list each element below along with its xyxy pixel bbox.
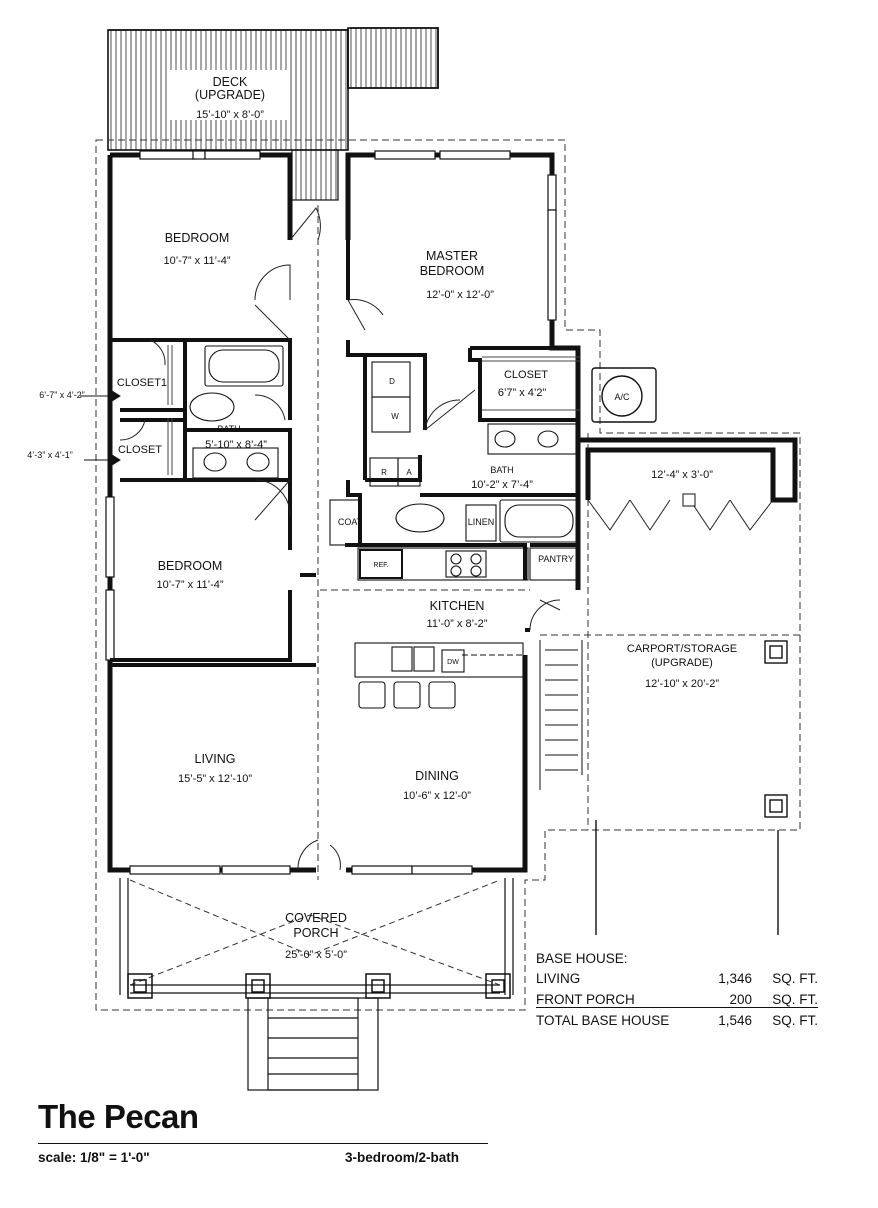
bedroom-top-dims: 10’-7” x 11’-4” bbox=[163, 255, 230, 267]
bath1-dims: 5’-10” x 8’-4” bbox=[205, 439, 267, 451]
dining-dims: 10’-6” x 12’-0” bbox=[403, 790, 471, 802]
closet2-name: CLOSET bbox=[118, 444, 162, 456]
living-dims: 15’-5” x 12’-10” bbox=[178, 773, 252, 785]
deck bbox=[107, 27, 439, 201]
bath1-name: BATH bbox=[217, 424, 240, 434]
closet2-dims: 4’-3” x 4’-1” bbox=[27, 450, 73, 460]
area-heading-row: BASE HOUSE: bbox=[536, 945, 818, 966]
bath1-fixtures bbox=[189, 345, 284, 479]
plan-title: The Pecan bbox=[38, 1098, 199, 1135]
bedroom-top-name: BEDROOM bbox=[165, 231, 230, 245]
covered-porch bbox=[119, 878, 514, 995]
back-porch-dims: 12’-4” x 3’-0” bbox=[651, 469, 713, 481]
area-row-total: TOTAL BASE HOUSE 1,546 SQ. FT. bbox=[536, 1008, 818, 1028]
master-name-1: MASTER bbox=[426, 249, 478, 263]
dimension-callouts bbox=[80, 390, 121, 466]
area-value: 200 bbox=[729, 991, 752, 1007]
fixture-labels: COAT LINEN PANTRY REF. DW D W R A A/C bbox=[338, 377, 630, 666]
master-closet-name: CLOSET bbox=[504, 369, 548, 381]
master-bath-name: BATH bbox=[490, 465, 513, 475]
carport-posts bbox=[595, 640, 788, 935]
kitchen-dims: 11’-0” x 8’-2” bbox=[427, 618, 488, 630]
closet1-dims: 6’-7” x 4’-2” bbox=[39, 390, 85, 400]
area-unit: SQ. FT. bbox=[772, 1013, 818, 1028]
living-name: LIVING bbox=[195, 752, 236, 766]
porch-name-1: COVERED bbox=[285, 911, 347, 925]
dryer-label: D bbox=[389, 377, 395, 386]
ac-label: A/C bbox=[614, 392, 630, 402]
interior-walls bbox=[110, 240, 580, 667]
area-unit: SQ. FT. bbox=[772, 991, 818, 1007]
bedroom-bottom-dims: 10’-7” x 11’-4” bbox=[156, 579, 223, 591]
side-stairs bbox=[462, 640, 583, 790]
washer-label: W bbox=[391, 412, 399, 421]
pantry-label: PANTRY bbox=[538, 554, 574, 564]
carport-dims: 12’-10” x 20’-2” bbox=[645, 678, 719, 690]
dw-label: DW bbox=[447, 659, 459, 666]
area-label: LIVING bbox=[536, 971, 581, 986]
deck-dims: 15’-10” x 8’-0” bbox=[196, 109, 264, 121]
front-steps bbox=[247, 997, 379, 1091]
area-value: 1,346 bbox=[718, 971, 752, 986]
porch-dims: 25’-0” x 5’-0” bbox=[285, 949, 347, 961]
ref-label: REF. bbox=[373, 562, 388, 569]
title-rule bbox=[38, 1143, 488, 1144]
a-label: A bbox=[406, 468, 412, 477]
master-bath-fixtures bbox=[329, 423, 579, 546]
area-unit: SQ. FT. bbox=[772, 971, 818, 986]
laundry-fixtures bbox=[369, 361, 421, 487]
kitchen-name: KITCHEN bbox=[430, 599, 485, 613]
dining-name: DINING bbox=[415, 769, 459, 783]
area-row-porch: FRONT PORCH 200 SQ. FT. bbox=[536, 986, 818, 1008]
back-porch bbox=[682, 493, 696, 507]
carport-name-2: (UPGRADE) bbox=[651, 657, 713, 669]
master-dims: 12’-0” x 12’-0” bbox=[426, 289, 494, 301]
carport-name-1: CARPORT/STORAGE bbox=[627, 643, 737, 655]
master-name-2: BEDROOM bbox=[420, 264, 485, 278]
master-bath-dims: 10’-2” x 7’-4” bbox=[471, 479, 533, 491]
coat-label: COAT bbox=[338, 517, 363, 527]
r-label: R bbox=[381, 468, 387, 477]
door-swings bbox=[119, 207, 774, 871]
plan-scale: scale: 1/8" = 1'-0" bbox=[38, 1150, 150, 1165]
plan-configuration: 3-bedroom/2-bath bbox=[345, 1150, 460, 1165]
area-heading: BASE HOUSE: bbox=[536, 950, 628, 966]
area-value: 1,546 bbox=[718, 1013, 752, 1028]
deck-sub: (UPGRADE) bbox=[195, 88, 265, 102]
room-labels: DECK (UPGRADE) 15’-10” x 8’-0” BEDROOM 1… bbox=[27, 75, 737, 961]
area-label: FRONT PORCH bbox=[536, 991, 635, 1007]
area-summary: BASE HOUSE: LIVING 1,346 SQ. FT. FRONT P… bbox=[536, 945, 818, 1028]
windows bbox=[105, 150, 557, 875]
master-closet-dims: 6’7” x 4’2” bbox=[498, 387, 547, 399]
linen-label: LINEN bbox=[468, 517, 495, 527]
ac-unit bbox=[591, 367, 657, 423]
porch-posts bbox=[127, 973, 511, 999]
porch-name-2: PORCH bbox=[293, 926, 338, 940]
deck-name: DECK bbox=[213, 75, 248, 89]
closet1-name: CLOSET1 bbox=[117, 377, 167, 389]
kitchen-fixtures bbox=[354, 547, 579, 709]
area-label: TOTAL BASE HOUSE bbox=[536, 1013, 670, 1028]
closet-shelving bbox=[167, 345, 580, 475]
area-row-living: LIVING 1,346 SQ. FT. bbox=[536, 966, 818, 986]
bedroom-bottom-name: BEDROOM bbox=[158, 559, 223, 573]
